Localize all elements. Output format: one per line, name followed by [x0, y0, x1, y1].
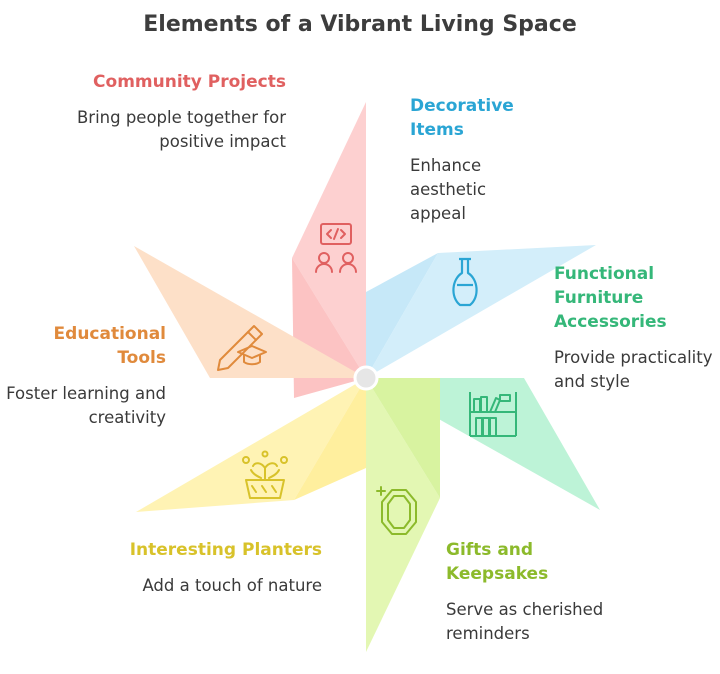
item-heading: Educational Tools: [53, 324, 166, 368]
item-description: Bring people together for positive impac…: [76, 108, 286, 151]
blade-educational-tools: [134, 246, 366, 378]
vase-icon: [452, 257, 478, 307]
planter-icon: [242, 450, 288, 499]
item-functional-furniture: Functional Furniture Accessories Provide…: [554, 262, 714, 394]
item-heading: Decorative Items: [410, 96, 514, 140]
item-description: Foster learning and creativity: [6, 384, 166, 427]
item-gifts-keepsakes: Gifts and Keepsakes Serve as cherished r…: [446, 538, 606, 646]
item-heading: Interesting Planters: [129, 540, 322, 560]
blade-gifts-keepsakes: [366, 378, 440, 652]
item-description: Enhance aesthetic appeal: [410, 156, 487, 223]
item-interesting-planters: Interesting Planters Add a touch of natu…: [82, 538, 322, 598]
pencil-graduation-cap-icon: [217, 325, 267, 371]
item-description: Serve as cherished reminders: [446, 600, 604, 643]
gem-icon: [376, 486, 417, 535]
item-description: Add a touch of nature: [142, 576, 322, 595]
blade-interesting-planters: [136, 378, 366, 512]
item-heading: Community Projects: [93, 72, 286, 92]
item-heading: Gifts and Keepsakes: [446, 540, 549, 584]
item-decorative-items: Decorative Items Enhance aesthetic appea…: [410, 94, 540, 226]
blade-decorative-items: [366, 245, 596, 378]
bookshelf-icon: [469, 392, 517, 437]
item-community-projects: Community Projects Bring people together…: [46, 70, 286, 154]
item-educational-tools: Educational Tools Foster learning and cr…: [0, 322, 166, 430]
center-hub: [353, 365, 379, 391]
community-people-icon: [315, 223, 357, 273]
item-description: Provide practicality and style: [554, 348, 713, 391]
item-heading: Functional Furniture Accessories: [554, 264, 667, 332]
diagram-title: Elements of a Vibrant Living Space: [143, 12, 577, 37]
